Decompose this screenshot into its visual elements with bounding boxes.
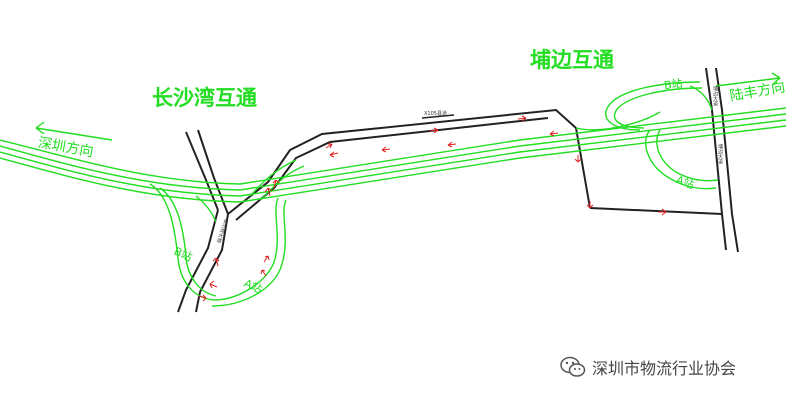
- traffic-arrow: [209, 280, 218, 289]
- traffic-arrow: [329, 151, 339, 158]
- road-label-x105: X105县道: [424, 111, 447, 117]
- traffic-arrow: [381, 146, 391, 153]
- traffic-arrow: [264, 187, 273, 197]
- traffic-arrow: [429, 127, 439, 134]
- road-label-pubian-upper: 埔边大道: [712, 86, 718, 106]
- traffic-arrows: [198, 115, 667, 302]
- interchange-label-changshawan: 长沙湾互通: [152, 86, 257, 110]
- traffic-arrow: [658, 208, 667, 216]
- traffic-arrow: [586, 201, 594, 209]
- traffic-arrow: [272, 179, 280, 189]
- watermark-text: 深圳市物流行业协会: [592, 359, 737, 378]
- watermark: 深圳市物流行业协会: [560, 355, 736, 379]
- wechat-icon: [560, 356, 586, 377]
- traffic-arrow: [212, 257, 220, 267]
- traffic-arrow: [447, 141, 457, 148]
- station-label-b-right: B站: [663, 76, 684, 93]
- traffic-arrow: [263, 255, 270, 263]
- local-roads: [177, 67, 739, 313]
- traffic-arrow: [574, 155, 582, 163]
- interchange-label-pubian: 埔边互通: [530, 48, 614, 72]
- traffic-arrow: [260, 269, 267, 277]
- road-label-pubian-lower: 埔边大道: [717, 144, 723, 164]
- traffic-arrow: [549, 130, 559, 137]
- expressway-ramps: [0, 72, 787, 307]
- traffic-arrow: [517, 115, 527, 122]
- traffic-arrow: [325, 143, 333, 149]
- traffic-arrow: [198, 294, 207, 302]
